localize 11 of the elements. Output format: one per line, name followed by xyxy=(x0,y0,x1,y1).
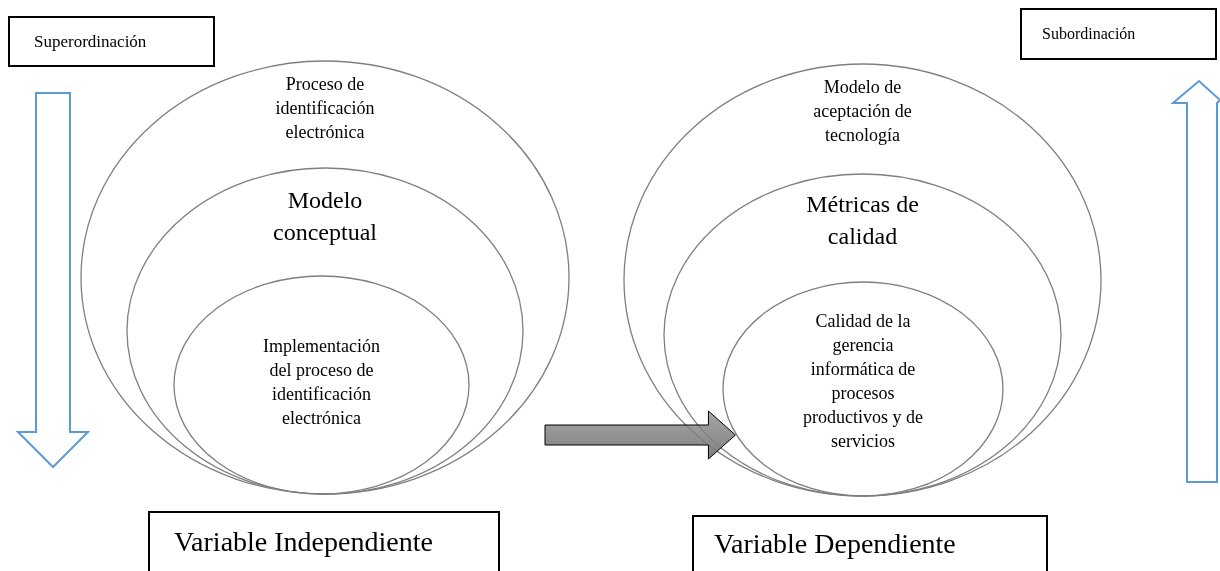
ellipse-label: Implementación del proceso de identificación electrónica xyxy=(262,335,381,430)
label-box: Variable Dependiente xyxy=(692,515,1048,571)
ellipse-label: Métricas de calidad xyxy=(805,190,920,251)
ellipse-label: Calidad de la gerencia informática de procesos productivos y de servicios xyxy=(802,310,924,453)
label-box: Superordinación xyxy=(8,16,215,67)
label-box: Variable Independiente xyxy=(148,511,500,571)
label-box: Subordinación xyxy=(1020,8,1217,60)
ellipse-label: Proceso de identificación electrónica xyxy=(274,73,376,144)
block-arrow xyxy=(544,410,736,460)
ellipse-label: Modelo conceptual xyxy=(272,186,378,247)
ellipse-label: Modelo de aceptación de tecnología xyxy=(812,76,913,147)
